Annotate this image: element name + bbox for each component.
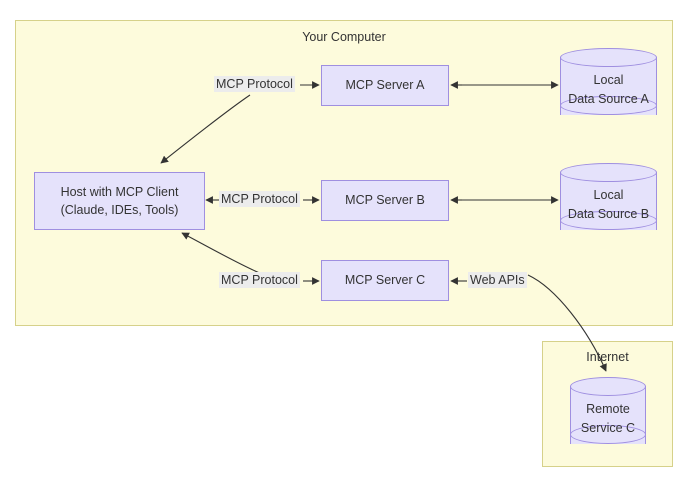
db-local-a-line1: Local: [593, 73, 624, 88]
cluster-your-computer-title: Your Computer: [302, 30, 386, 44]
edge-label-mcp-protocol-a: MCP Protocol: [214, 76, 295, 92]
node-host-line1: Host with MCP Client: [60, 184, 179, 199]
node-server-b-label: MCP Server B: [345, 193, 425, 208]
node-remote-service-c-label: Remote Service C: [570, 394, 646, 444]
db-remote-c-line1: Remote: [586, 402, 630, 417]
db-local-b-line2: Data Source B: [567, 207, 650, 221]
node-host-line2: (Claude, IDEs, Tools): [60, 203, 179, 217]
node-mcp-server-a[interactable]: MCP Server A: [321, 65, 449, 106]
cylinder-top-icon: [570, 377, 646, 396]
edge-label-web-apis: Web APIs: [468, 272, 527, 288]
db-local-b-line1: Local: [593, 188, 624, 203]
node-local-data-source-b-label: Local Data Source B: [560, 180, 657, 230]
node-host-with-mcp-client[interactable]: Host with MCP Client (Claude, IDEs, Tool…: [34, 172, 205, 230]
node-mcp-server-b[interactable]: MCP Server B: [321, 180, 449, 221]
cluster-internet-title: Internet: [586, 350, 629, 364]
node-local-data-source-a[interactable]: Local Data Source A: [560, 48, 657, 124]
cylinder-bottom-icon: [560, 96, 657, 115]
cylinder-bottom-icon: [570, 425, 646, 444]
node-server-a-label: MCP Server A: [345, 78, 425, 93]
edge-label-mcp-protocol-c: MCP Protocol: [219, 272, 300, 288]
node-mcp-server-c[interactable]: MCP Server C: [321, 260, 449, 301]
db-remote-c-line2: Service C: [580, 421, 636, 435]
node-local-data-source-a-label: Local Data Source A: [560, 65, 657, 115]
cylinder-bottom-icon: [560, 211, 657, 230]
db-local-a-line2: Data Source A: [568, 92, 649, 106]
node-server-c-label: MCP Server C: [344, 273, 426, 288]
edge-label-mcp-protocol-b: MCP Protocol: [219, 191, 300, 207]
node-local-data-source-b[interactable]: Local Data Source B: [560, 163, 657, 239]
node-remote-service-c[interactable]: Remote Service C: [570, 377, 646, 453]
cylinder-top-icon: [560, 48, 657, 67]
cylinder-top-icon: [560, 163, 657, 182]
